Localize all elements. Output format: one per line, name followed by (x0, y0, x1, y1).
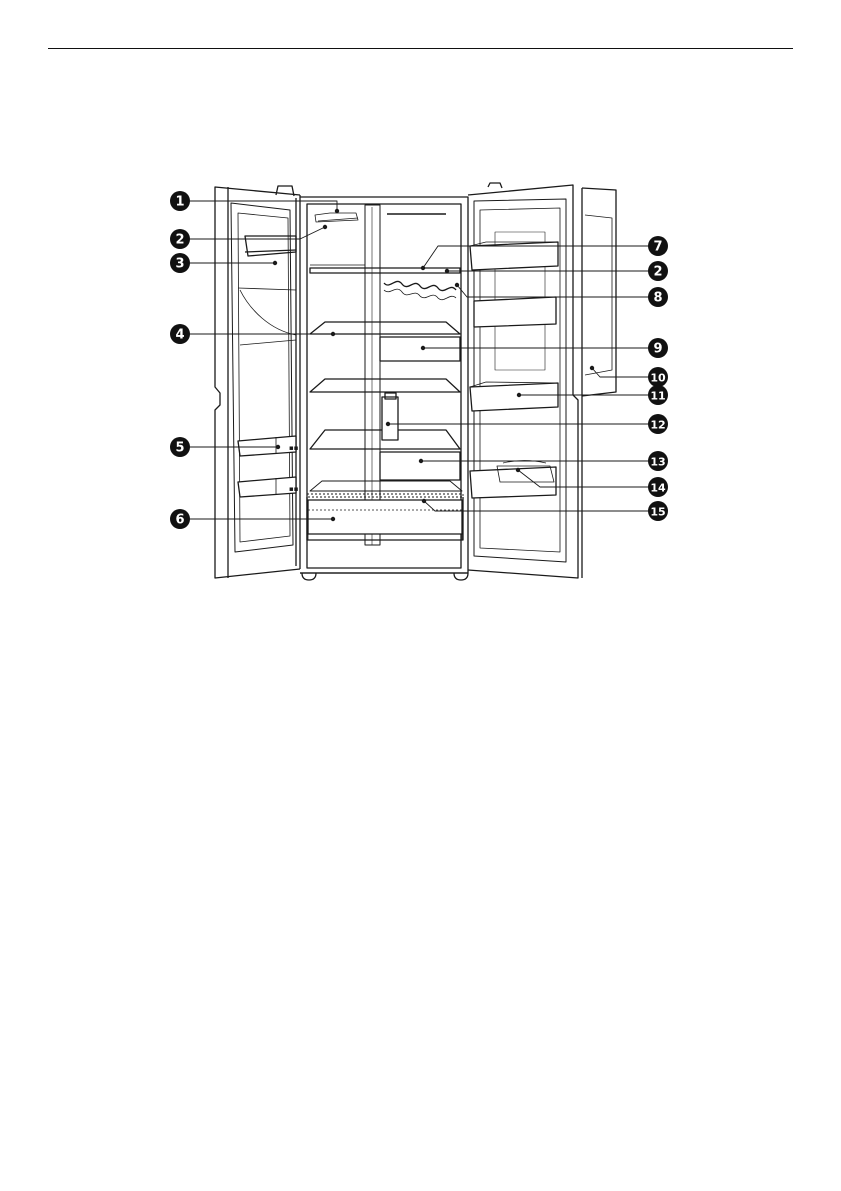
svg-text:7: 7 (653, 240, 662, 255)
svg-text:9: 9 (653, 342, 662, 357)
freezer-compartment (310, 213, 365, 265)
svg-text:13: 13 (650, 456, 665, 469)
svg-text:▪▪: ▪▪ (289, 444, 299, 452)
svg-text:14: 14 (650, 482, 666, 495)
svg-text:3: 3 (175, 257, 184, 272)
callout-1: 1 (170, 191, 190, 211)
callout-2-right: 2 (648, 261, 668, 281)
callout-14: 14 (648, 477, 668, 497)
svg-text:4: 4 (175, 328, 184, 343)
svg-text:12: 12 (650, 419, 665, 432)
callout-8: 8 (648, 287, 668, 307)
callout-12: 12 (648, 414, 668, 434)
svg-text:15: 15 (650, 506, 665, 519)
svg-text:8: 8 (653, 291, 662, 306)
svg-text:▪▪: ▪▪ (289, 485, 299, 493)
callout-10: 10 (648, 367, 668, 387)
svg-text:2: 2 (175, 233, 184, 248)
right-door (468, 183, 616, 578)
svg-text:2: 2 (653, 265, 662, 280)
svg-text:5: 5 (175, 441, 184, 456)
callout-13: 13 (648, 451, 668, 471)
callout-2-left: 2 (170, 229, 190, 249)
callout-7: 7 (648, 236, 668, 256)
callout-15: 15 (648, 501, 668, 521)
callout-9: 9 (648, 338, 668, 358)
svg-text:10: 10 (650, 372, 666, 385)
svg-text:6: 6 (175, 513, 184, 528)
callout-11: 11 (648, 385, 668, 405)
callout-4: 4 (170, 324, 190, 344)
callout-6: 6 (170, 509, 190, 529)
callout-5: 5 (170, 437, 190, 457)
svg-text:11: 11 (650, 390, 665, 403)
svg-text:1: 1 (175, 195, 184, 210)
callout-3: 3 (170, 253, 190, 273)
fresh-food-compartment (307, 214, 463, 540)
